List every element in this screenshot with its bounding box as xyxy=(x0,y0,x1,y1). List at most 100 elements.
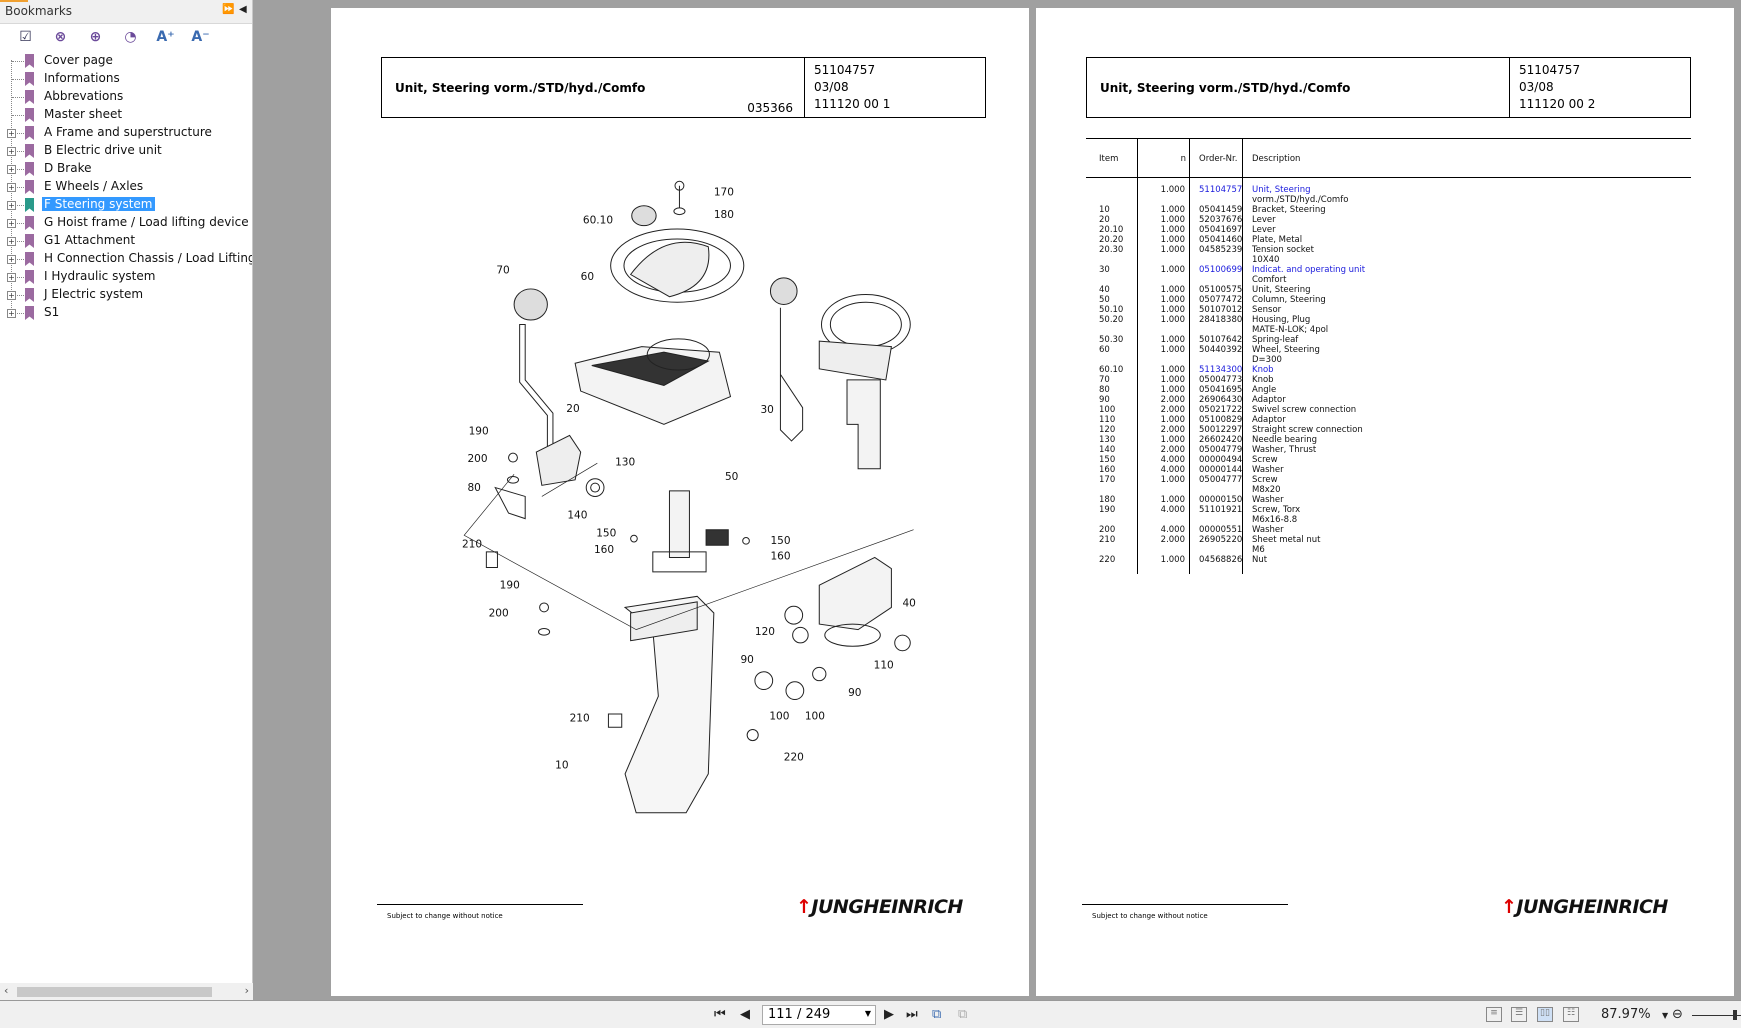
zoom-level[interactable]: 87.97% xyxy=(1601,1007,1651,1022)
col-header-n: n xyxy=(1180,154,1186,164)
bookmark-item[interactable]: +D Brake xyxy=(0,160,252,178)
cell-item: 190 xyxy=(1099,505,1116,515)
cell-order-nr[interactable]: 05100699 xyxy=(1199,265,1243,275)
expand-icon[interactable]: + xyxy=(7,183,16,192)
cell-item: 20.20 xyxy=(1099,235,1124,245)
last-page-icon[interactable]: ⏭ xyxy=(906,1007,918,1022)
scroll-right-icon[interactable]: › xyxy=(244,984,249,997)
bookmark-item[interactable]: +E Wheels / Axles xyxy=(0,178,252,196)
cell-description[interactable]: Indicat. and operating unit xyxy=(1252,265,1366,275)
table-row-continuation: vorm./STD/hyd./Comfo xyxy=(1086,195,1691,205)
cell-n: 2.000 xyxy=(1160,535,1185,545)
font-larger-icon[interactable]: A⁺ xyxy=(156,29,175,45)
cell-n: 1.000 xyxy=(1160,225,1185,235)
bookmark-item[interactable]: +I Hydraulic system xyxy=(0,268,252,286)
bookmarks-header: Bookmarks ⏩ ◀ xyxy=(0,0,252,24)
cell-order-nr: 51101921 xyxy=(1199,505,1243,515)
cell-description: Needle bearing xyxy=(1252,435,1317,445)
bookmark-item[interactable]: +S1 xyxy=(0,304,252,322)
tree-connector xyxy=(12,187,26,188)
bookmark-item[interactable]: +G Hoist frame / Load lifting device xyxy=(0,214,252,232)
expand-icon[interactable]: + xyxy=(7,291,16,300)
expand-icon[interactable]: + xyxy=(7,201,16,210)
cell-order-nr[interactable]: 51134300 xyxy=(1199,365,1243,375)
scroll-thumb[interactable] xyxy=(17,987,212,997)
expand-icon[interactable]: + xyxy=(7,237,16,246)
first-page-icon[interactable]: ⏮ xyxy=(714,1007,726,1022)
bookmark-item[interactable]: Master sheet xyxy=(0,106,252,124)
cell-item: 10 xyxy=(1099,205,1110,215)
expand-panel-icon[interactable]: ⏩ xyxy=(222,4,235,15)
continuous-facing-view-icon[interactable]: ☷ xyxy=(1563,1007,1579,1022)
expand-icon[interactable]: + xyxy=(7,165,16,174)
facing-view-icon[interactable]: ▯▯ xyxy=(1537,1007,1553,1022)
bookmark-item[interactable]: + F Steering system xyxy=(0,196,252,214)
cell-n: 1.000 xyxy=(1160,285,1185,295)
bookmark-item[interactable]: Informations xyxy=(0,70,252,88)
col-header-item: Item xyxy=(1099,154,1119,164)
bookmark-icon xyxy=(25,180,34,194)
bookmark-label: B Electric drive unit xyxy=(44,143,162,157)
cell-description[interactable]: Unit, Steering xyxy=(1252,185,1311,195)
cell-n: 1.000 xyxy=(1160,215,1185,225)
cell-item: 50.30 xyxy=(1099,335,1124,345)
sidebar-horizontal-scrollbar[interactable]: ‹ › xyxy=(0,983,253,1000)
cell-order-nr: 26602420 xyxy=(1199,435,1243,445)
dropdown-arrow-icon[interactable]: ▼ xyxy=(864,1009,871,1018)
bookmark-item[interactable]: + B Electric drive unit xyxy=(0,142,252,160)
callout-label: 160 xyxy=(594,544,614,556)
expand-icon[interactable]: + xyxy=(7,129,16,138)
cell-order-nr: 50440392 xyxy=(1199,345,1243,355)
bookmark-icon xyxy=(25,108,34,122)
zoom-out-icon[interactable]: ⊖ xyxy=(1672,1007,1683,1022)
table-row-continuation: M8x20 xyxy=(1086,485,1691,495)
single-page-view-icon[interactable]: ≡ xyxy=(1486,1007,1502,1022)
collapse-panel-icon[interactable]: ◀ xyxy=(239,4,247,15)
part-number: 51104757 xyxy=(814,63,876,77)
expand-icon[interactable]: + xyxy=(7,309,16,318)
font-smaller-icon[interactable]: A⁻ xyxy=(191,29,210,45)
cell-order-nr[interactable]: 51104757 xyxy=(1199,185,1243,195)
bookmark-item[interactable]: +J Electric system xyxy=(0,286,252,304)
tree-connector xyxy=(12,97,26,98)
previous-view-icon[interactable]: ⧉ xyxy=(932,1007,942,1022)
zoom-slider[interactable] xyxy=(1692,1015,1741,1016)
bookmark-item[interactable]: +H Connection Chassis / Load Lifting Dev… xyxy=(0,250,252,268)
expand-icon[interactable]: + xyxy=(7,273,16,282)
callout-label: 200 xyxy=(489,607,509,619)
bookmark-item[interactable]: Abbrevations xyxy=(0,88,252,106)
continuous-view-icon[interactable]: ☰ xyxy=(1511,1007,1527,1022)
cell-n: 1.000 xyxy=(1160,345,1185,355)
next-view-icon[interactable]: ⧉ xyxy=(958,1007,968,1022)
bookmark-icon xyxy=(25,288,34,302)
tree-connector xyxy=(12,115,26,116)
bookmark-item[interactable]: +A Frame and superstructure xyxy=(0,124,252,142)
add-bookmark-icon[interactable]: ⊕ xyxy=(89,29,102,45)
zoom-slider-handle[interactable] xyxy=(1733,1010,1737,1020)
steering-column xyxy=(668,490,690,558)
title-block: Unit, Steering vorm./STD/hyd./Comfo 5110… xyxy=(1086,57,1691,118)
expand-all-icon[interactable]: ☑ xyxy=(19,29,32,45)
next-page-icon[interactable]: ▶ xyxy=(884,1007,894,1022)
bookmark-label: F Steering system xyxy=(42,197,155,211)
expand-icon[interactable]: + xyxy=(7,219,16,228)
expand-icon[interactable]: + xyxy=(7,147,16,156)
zoom-dropdown-icon[interactable]: ▼ xyxy=(1662,1011,1669,1020)
cell-item: 30 xyxy=(1099,265,1110,275)
goto-bookmark-icon[interactable]: ◔ xyxy=(124,29,137,45)
scroll-left-icon[interactable]: ‹ xyxy=(4,984,9,997)
expand-icon[interactable]: + xyxy=(7,255,16,264)
cell-item: 220 xyxy=(1099,555,1116,565)
page-number-field[interactable]: 111 / 249▼ xyxy=(762,1005,876,1025)
bookmark-item[interactable]: +G1 Attachment xyxy=(0,232,252,250)
bookmark-item[interactable]: Cover page xyxy=(0,52,252,70)
delete-bookmark-icon[interactable]: ⊗ xyxy=(54,29,67,45)
bookmark-label: Abbrevations xyxy=(44,89,124,103)
previous-page-icon[interactable]: ◀ xyxy=(740,1007,750,1022)
cell-description[interactable]: Knob xyxy=(1252,365,1274,375)
